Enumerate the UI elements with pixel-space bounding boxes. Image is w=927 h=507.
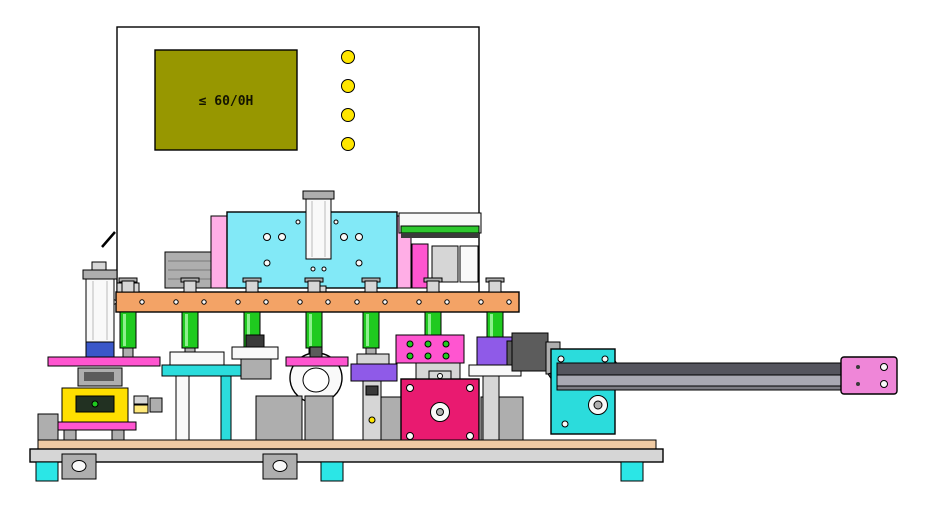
station3-gray-block [240, 358, 272, 380]
die-corner-hole [406, 384, 414, 392]
transfer-arm [511, 332, 898, 435]
right-module-dark-stripe [401, 233, 479, 238]
station2-cyan-leg [220, 375, 232, 441]
plate-bolt-hole [557, 355, 565, 363]
die-corner-hole [406, 432, 414, 440]
die-corner-hole [466, 384, 474, 392]
arm-rail-lower [556, 374, 851, 387]
plate-bolt-hole [561, 420, 569, 428]
station2-top-plate [169, 351, 225, 366]
clamp-insert [84, 372, 114, 381]
station5-violet-block [350, 363, 398, 382]
fixture-leg [111, 429, 125, 441]
station7-leg [482, 375, 500, 441]
indicator-light-1 [341, 50, 355, 64]
fixtures [161, 334, 534, 445]
hmi-screen [154, 49, 298, 151]
dot-plate-pin [406, 340, 414, 348]
dot-plate-pin [442, 340, 450, 348]
foot-cyan-1 [35, 461, 59, 482]
dot-plate-pin [424, 340, 432, 348]
indicator-light-4 [341, 137, 355, 151]
station4-arch-inner [302, 367, 330, 393]
end-block-hole [880, 380, 888, 388]
foot-slot-2 [272, 460, 288, 472]
right-module-green-stripe [400, 225, 480, 234]
end-block-dot [856, 365, 860, 369]
bolt-hole [295, 219, 301, 225]
indicator-light-2 [341, 79, 355, 93]
bolt-hole [263, 233, 271, 241]
riser-block [379, 396, 403, 443]
bolt-hole [340, 233, 348, 241]
foot-slot-1 [71, 460, 87, 472]
machine-base [29, 439, 664, 482]
spindle-cap [302, 190, 335, 200]
station5-detail [365, 385, 379, 396]
cylinder-cap [82, 269, 118, 280]
hmi-screen-text: ≤ 60/0H [199, 94, 254, 109]
end-block-hole [880, 363, 888, 371]
bolt-hole [310, 266, 316, 272]
base-plate [29, 448, 664, 463]
station5-yellow-dot [368, 416, 376, 424]
fixture-leg [63, 429, 77, 441]
station3-dark-block [245, 334, 265, 348]
foot-bracket-1 [61, 453, 97, 480]
plate-bearing-center [593, 400, 603, 410]
station2-white-leg [175, 375, 190, 441]
bolt-hole [263, 259, 271, 267]
station5-cap [356, 353, 390, 366]
arm-mount-block [511, 332, 549, 372]
fixture-green-dot [91, 400, 99, 408]
die-corner-hole [466, 432, 474, 440]
bolt-hole [333, 219, 339, 225]
small-part [133, 395, 149, 405]
left-magenta-base [55, 421, 137, 431]
arm-rail-upper [556, 362, 851, 376]
arm-end-block [840, 356, 898, 395]
press-left-plate [210, 215, 228, 289]
foot-cyan-3 [620, 461, 644, 482]
die-center-pin [436, 408, 444, 416]
small-part [149, 397, 163, 413]
riser-block [304, 395, 334, 443]
dot-plate-pin [442, 352, 450, 360]
left-press-station [37, 261, 163, 447]
riser-block [255, 395, 303, 443]
end-block-dot [856, 382, 860, 386]
station4-magenta-plate [285, 356, 349, 367]
panel-clip-mark [101, 231, 116, 248]
bolt-hole [355, 259, 363, 267]
arm-rail-strip [556, 385, 851, 391]
bolt-hole [321, 266, 327, 272]
small-part-yellow [133, 404, 149, 414]
bolt-hole [355, 233, 363, 241]
press-module [164, 190, 482, 306]
right-module-gray-block [431, 245, 459, 283]
foot-cyan-2 [320, 461, 344, 482]
bolt-hole [278, 233, 286, 241]
base-top-strip [37, 439, 657, 450]
lift-cylinder-body [85, 278, 115, 343]
left-magenta-shelf [47, 356, 161, 367]
station4-dark-tip [309, 346, 323, 358]
cylinder-port [91, 261, 107, 271]
indicator-light-3 [341, 108, 355, 122]
station3-white-plate [231, 346, 279, 360]
dot-plate-pin [406, 352, 414, 360]
right-module-white-block [459, 245, 479, 283]
cylinder-label-band [85, 341, 115, 359]
spindle-cylinder [305, 198, 332, 260]
plate-bolt-hole [601, 355, 609, 363]
die-tab-hole [437, 373, 443, 379]
station2-cyan-table [161, 364, 249, 377]
right-module-magenta-slide [411, 243, 429, 289]
dot-plate-pin [424, 352, 432, 360]
